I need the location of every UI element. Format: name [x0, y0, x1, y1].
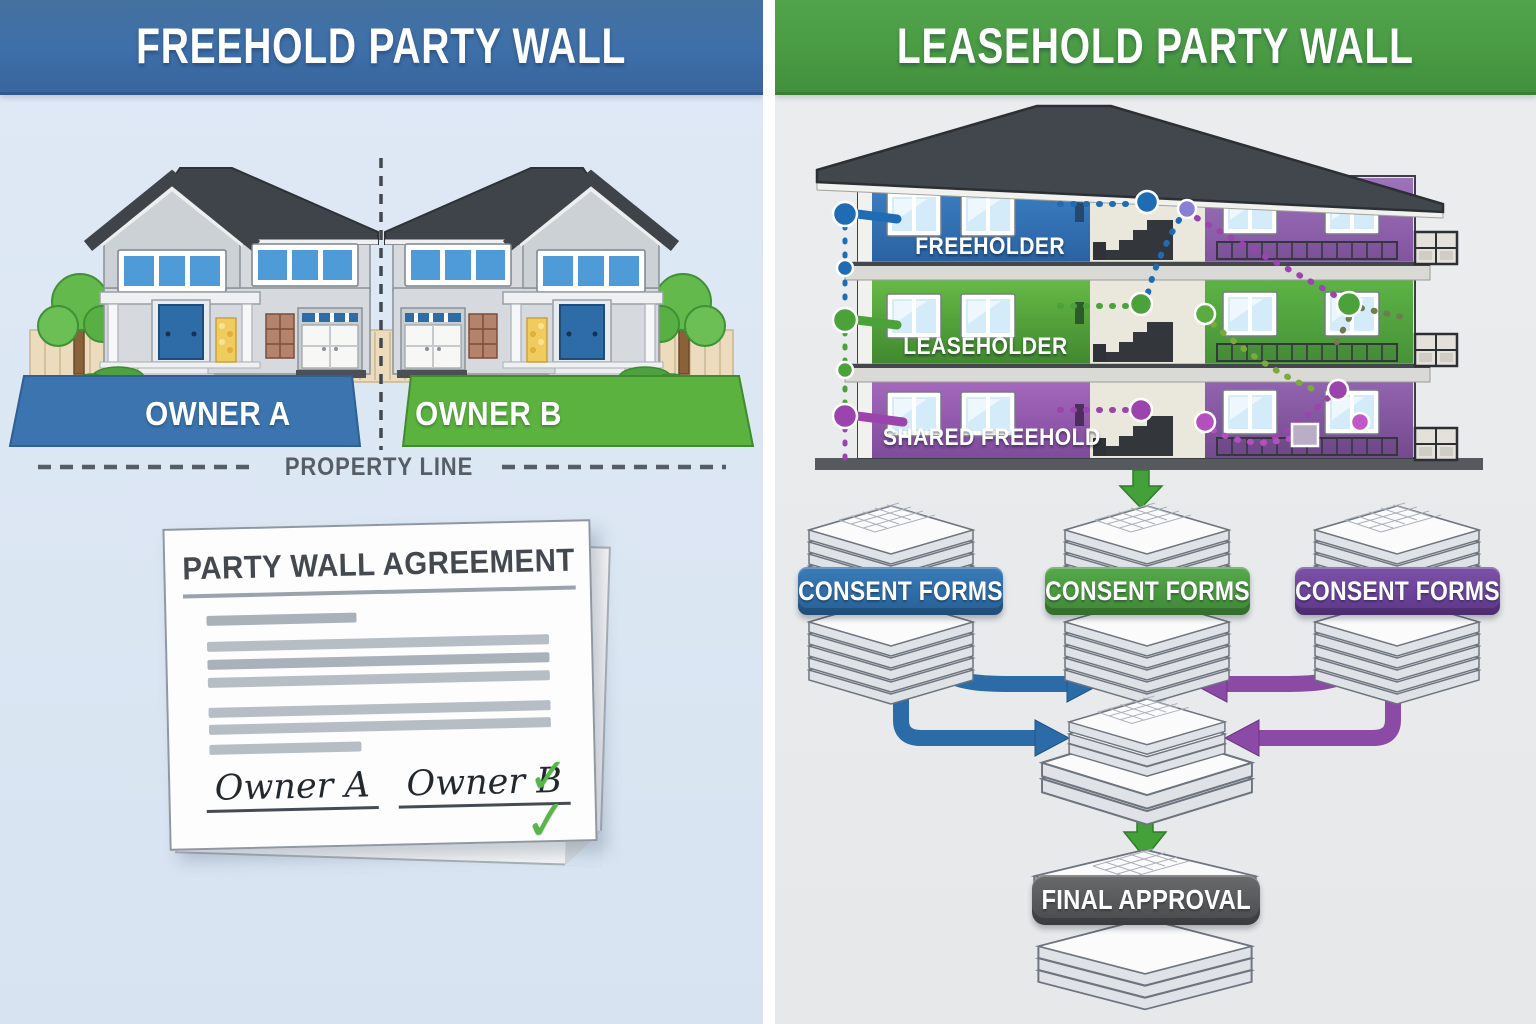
owner-b-territory	[401, 375, 755, 447]
panel-divider	[763, 0, 775, 1024]
apartment-building	[815, 104, 1459, 462]
connector-node-dots	[831, 200, 859, 430]
window-icon	[886, 293, 942, 339]
bin-icon	[1093, 242, 1106, 260]
freehold-scene	[8, 158, 755, 470]
document-text-line	[208, 717, 551, 735]
document-title-wrap: PARTY WALL AGREEMENT	[165, 541, 590, 599]
freehold-header: FREEHOLD PARTY WALL	[0, 0, 763, 95]
pipe	[1075, 302, 1084, 324]
leasehold-panel: LEASEHOLD PARTY WALL	[775, 0, 1536, 1024]
consent-forms-label: CONSENT FORMS	[1045, 575, 1250, 606]
pipe	[1075, 200, 1084, 222]
freehold-panel: FREEHOLD PARTY WALL	[0, 0, 763, 1024]
final-approval-banner: FINAL APPROVAL	[1032, 875, 1260, 925]
window-icon	[1222, 389, 1278, 435]
paper-stack-merge	[1041, 695, 1253, 826]
consent-forms-label: CONSENT FORMS	[1295, 575, 1500, 606]
document-text-line	[206, 634, 550, 652]
pipe	[1075, 404, 1084, 426]
arrow-green-building-to-stack	[1118, 469, 1164, 510]
leasehold-header: LEASEHOLD PARTY WALL	[775, 0, 1536, 95]
window-icon	[960, 391, 1016, 437]
connector-dots-left	[842, 209, 908, 461]
window-icon	[886, 191, 942, 237]
document-text-line	[209, 741, 362, 755]
document-text-line	[206, 612, 357, 626]
window-icon	[886, 391, 942, 437]
roof	[815, 104, 1445, 214]
arrow-purple-elbow	[1259, 658, 1401, 746]
owner-a-territory	[8, 375, 362, 447]
signature-owner-a: Owner A	[206, 765, 379, 813]
paper-stack-final	[1033, 848, 1257, 1011]
document-title: PARTY WALL AGREEMENT	[181, 541, 576, 599]
arrow-blue-elbow	[893, 658, 1035, 746]
bin-icon	[1093, 344, 1106, 362]
bin-icon	[1093, 438, 1106, 456]
checkmark-icon: ✓	[520, 786, 573, 855]
consent-forms-banner-shared-freehold: CONSENT FORMS	[1295, 567, 1500, 615]
leasehold-scene	[808, 104, 1483, 1011]
freehold-title: FREEHOLD PARTY WALL	[136, 18, 627, 74]
interior-node-dots	[1128, 189, 1371, 448]
leasehold-title: LEASEHOLD PARTY WALL	[897, 18, 1414, 74]
window-icon	[960, 293, 1016, 339]
window-icon	[1222, 291, 1278, 337]
final-approval-label: FINAL APPROVAL	[1041, 884, 1251, 915]
document-text-line	[207, 652, 550, 670]
signature-a-name: Owner A	[214, 765, 371, 809]
balcony-icon	[1413, 230, 1459, 266]
document-text-line	[207, 670, 550, 688]
ground-line	[815, 458, 1483, 470]
consent-forms-banner-freeholder: CONSENT FORMS	[798, 567, 1003, 615]
balcony-icon	[1413, 426, 1459, 462]
consent-forms-label: CONSENT FORMS	[798, 575, 1003, 606]
balcony-icon	[1413, 332, 1459, 368]
floor-slabs	[844, 261, 1431, 383]
consent-forms-banner-leaseholder: CONSENT FORMS	[1045, 567, 1250, 615]
document-text-line	[208, 700, 551, 718]
